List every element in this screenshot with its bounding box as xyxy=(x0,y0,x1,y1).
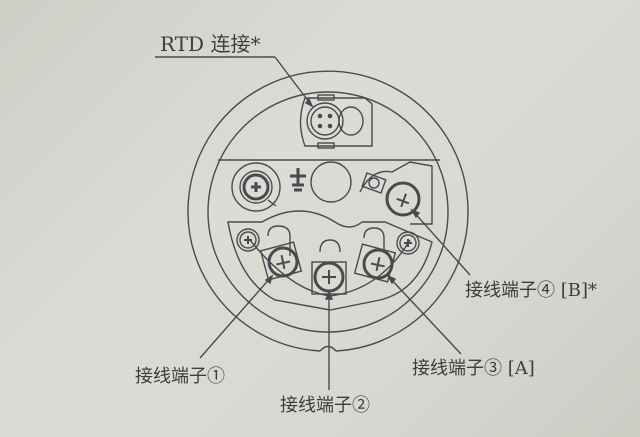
inner-housing-circle xyxy=(207,91,449,333)
terminal-screw-3-icon xyxy=(353,243,397,283)
terminal-2-label: 接线端子② xyxy=(280,395,370,416)
outer-housing-circle xyxy=(187,70,469,352)
leader-terminal-3 xyxy=(387,275,462,355)
leader-terminal-1 xyxy=(199,275,273,359)
terminal-screw-4-icon xyxy=(385,181,421,217)
terminal-1-label: 接线端子① xyxy=(135,366,225,387)
leader-terminal-4 xyxy=(411,209,471,276)
rtd-connection-label: RTD 连接* xyxy=(160,32,261,56)
terminal-screw-1-icon xyxy=(259,241,303,281)
mounting-screw-left-icon xyxy=(236,228,260,252)
terminal-screw-2-icon xyxy=(311,261,347,295)
rtd-connector-icon xyxy=(299,94,373,149)
ground-symbol-icon xyxy=(290,168,306,192)
mounting-screw-right-icon xyxy=(396,231,420,255)
terminal-4-label: 接线端子④ [B]* xyxy=(465,280,597,301)
ground-screw-icon xyxy=(231,162,281,212)
terminal-3-label: 接线端子③ [A] xyxy=(412,358,535,379)
